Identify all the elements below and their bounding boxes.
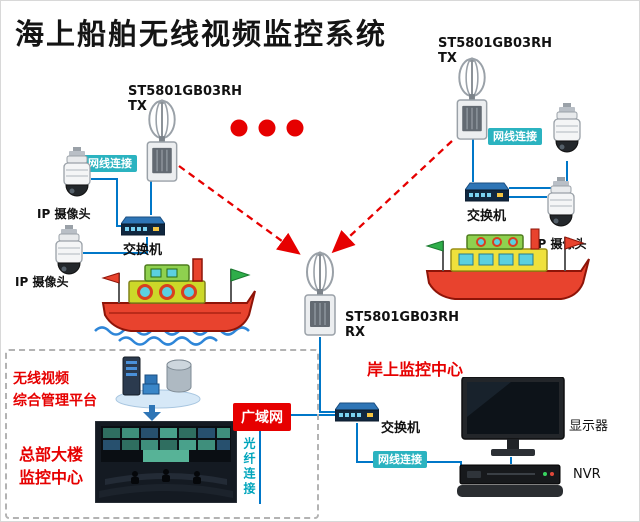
wireless-tx-left-icon <box>146 99 178 182</box>
page-title: 海上船舶无线视频监控系统 <box>15 17 388 51</box>
monitor-label: 显示器 <box>569 419 609 434</box>
rx-role: RX <box>345 324 366 340</box>
cable-tag-right: 网线连接 <box>488 128 542 146</box>
tx-right-role: TX <box>438 50 457 66</box>
server-platform-icon <box>115 356 201 409</box>
wireless-link-arrows <box>178 140 453 255</box>
tx-right-model: ST5801GB03RH <box>438 36 552 51</box>
hq-label: 总部大楼 监控中心 <box>19 443 83 489</box>
switch-left-icon <box>121 216 165 236</box>
shore-center-label: 岸上监控中心 <box>367 360 464 379</box>
ip-camera-left-1-label: IP 摄像头 <box>37 207 91 221</box>
ship-left-illustration <box>94 258 256 346</box>
monitor-icon <box>461 377 565 456</box>
arrow-down-icon <box>143 405 161 421</box>
tx-left-label: ST5801GB03RH TX <box>128 84 242 115</box>
tx-left-model: ST5801GB03RH <box>128 84 242 99</box>
tx-right-label: ST5801GB03RH TX <box>438 36 552 67</box>
ip-camera-left-1-icon <box>63 147 91 197</box>
hq-label-line2: 监控中心 <box>19 468 84 488</box>
cable-tag-left: 网线连接 <box>83 155 137 173</box>
ship-right-illustration <box>425 228 590 300</box>
switch-shore-icon <box>335 402 379 422</box>
platform-label-line2: 综合管理平台 <box>13 392 97 409</box>
switch-shore-label: 交换机 <box>381 421 421 436</box>
fiber-label: 光纤连接 <box>242 437 256 497</box>
ip-camera-left-2-icon <box>55 225 83 275</box>
switch-right-label: 交换机 <box>467 209 507 224</box>
rx-model: ST5801GB03RH <box>345 310 459 325</box>
tx-left-role: TX <box>128 98 147 114</box>
platform-label-line1: 无线视频 <box>13 371 69 387</box>
nvr-icon <box>457 464 563 497</box>
rx-label: ST5801GB03RH RX <box>345 310 459 341</box>
hq-label-line1: 总部大楼 <box>19 445 84 464</box>
ip-camera-right-1-icon <box>553 103 581 153</box>
ip-camera-left-2-label: IP 摄像头 <box>15 275 69 289</box>
nvr-label: NVR <box>573 467 601 482</box>
switch-right-icon <box>465 182 509 202</box>
ip-camera-right-2-icon <box>547 177 575 227</box>
wireless-rx-icon <box>304 251 336 336</box>
cable-tag-shore: 网线连接 <box>373 451 427 469</box>
control-room-photo <box>95 421 237 503</box>
wireless-tx-right-icon <box>456 57 488 140</box>
switch-left-label: 交换机 <box>123 243 163 258</box>
ellipsis-dots <box>230 119 304 137</box>
platform-label: 无线视频 综合管理平台 <box>13 369 97 412</box>
hq-section-box <box>5 349 319 519</box>
wan-tag: 广域网 <box>233 403 291 431</box>
